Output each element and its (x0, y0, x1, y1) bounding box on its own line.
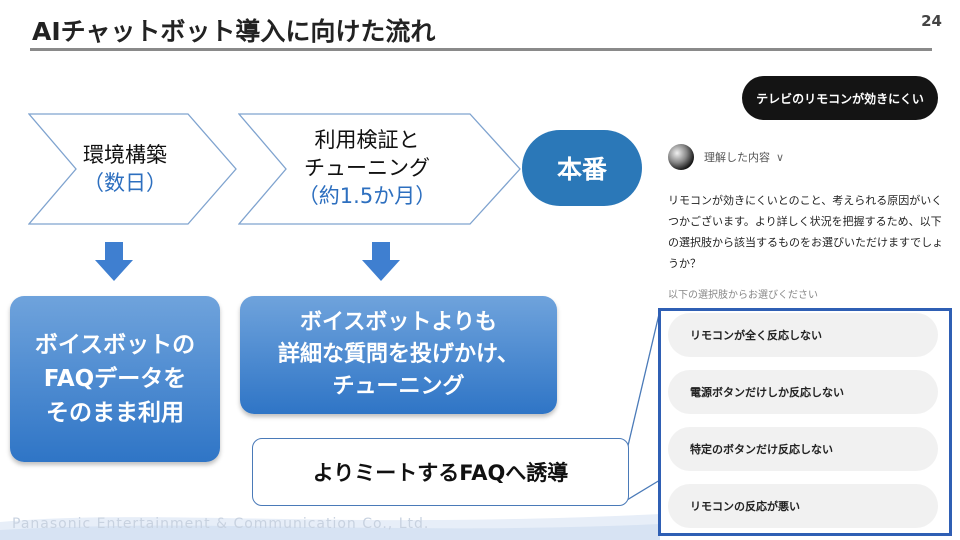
choices-highlight-frame (658, 308, 952, 536)
footer-company: Panasonic Entertainment & Communication … (12, 516, 430, 532)
step1-title: 環境構築 (83, 143, 167, 167)
choice-button[interactable]: 電源ボタンだけしか反応しない (668, 370, 938, 414)
footer-wave (0, 514, 660, 540)
result-box-tuning: ボイスボットよりも 詳細な質問を投げかけ、 チューニング (240, 296, 557, 414)
step1-label: 環境構築 （数日） (60, 141, 190, 197)
choice-button[interactable]: リモコンの反応が悪い (668, 484, 938, 528)
choices-label: 以下の選択肢からお選びください (668, 290, 818, 301)
bot-message: リモコンが効きにくいとのこと、考えられる原因がいくつかございます。より詳しく状況… (668, 194, 944, 270)
step1-chevron (28, 113, 237, 225)
slide-title: AIチャットボット導入に向けた流れ (32, 17, 436, 46)
result-box-tuning-text: ボイスボットよりも 詳細な質問を投げかけ、 チューニング (278, 310, 519, 399)
user-message-bubble: テレビのリモコンが効きにくい (742, 76, 938, 120)
step2-label: 利用検証と チューニング （約1.5か月） (262, 126, 472, 210)
choice-button[interactable]: 特定のボタンだけ反応しない (668, 427, 938, 471)
understood-toggle[interactable]: 理解した内容 ∨ (704, 149, 784, 165)
step2-duration: （約1.5か月） (297, 184, 437, 208)
result-box-faq-reuse-text: ボイスボットの FAQデータを そのまま利用 (34, 332, 196, 426)
callout-connector (626, 309, 661, 500)
understood-label: 理解した内容 (704, 151, 770, 164)
step2-chevron (238, 113, 521, 225)
down-arrow-icon (95, 242, 133, 281)
step2-title-line1: 利用検証と (314, 128, 420, 152)
title-divider (30, 48, 932, 51)
page-number: 24 (921, 12, 942, 30)
down-arrow-icon (362, 242, 400, 281)
result-box-faq-reuse: ボイスボットの FAQデータを そのまま利用 (10, 296, 220, 462)
goal-production: 本番 (522, 130, 642, 206)
bot-avatar-icon (668, 144, 694, 170)
chevron-down-icon: ∨ (776, 151, 785, 164)
step2-title-line2: チューニング (304, 156, 430, 180)
choice-button[interactable]: リモコンが全く反応しない (668, 313, 938, 357)
callout-faq-guidance: よりミートするFAQへ誘導 (252, 438, 629, 506)
step1-duration: （数日） (83, 171, 167, 195)
